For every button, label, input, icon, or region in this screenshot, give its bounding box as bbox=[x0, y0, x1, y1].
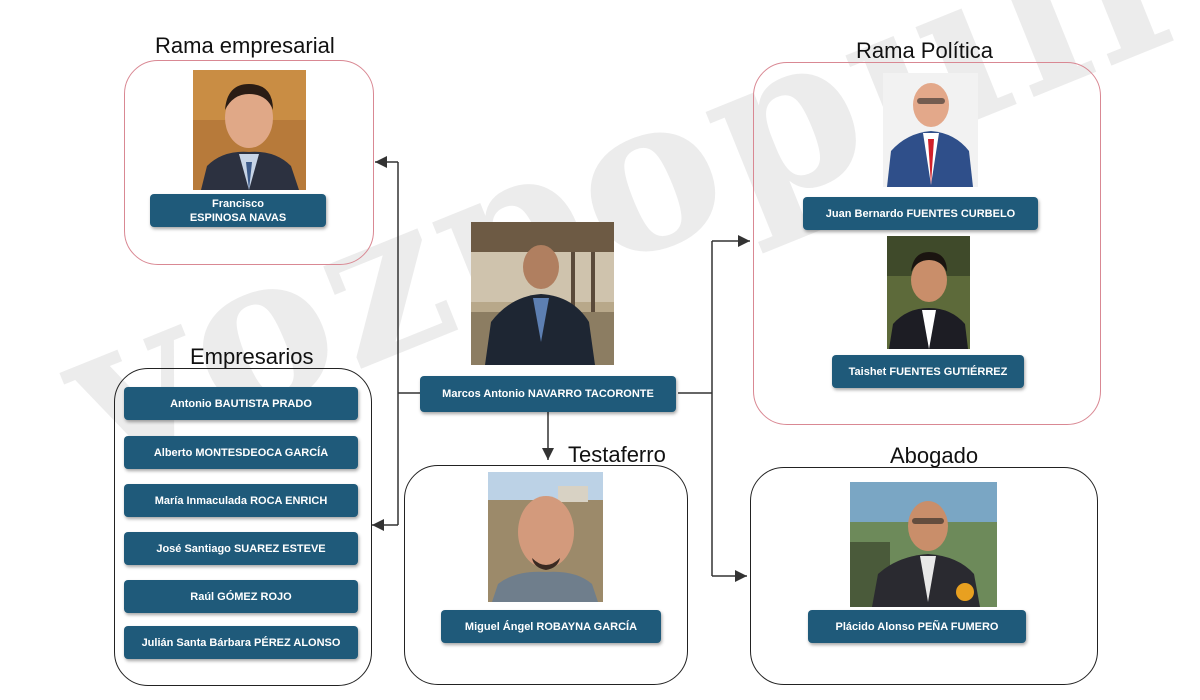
rama-empresarial-box bbox=[124, 60, 374, 265]
empresario-label: Alberto MONTESDEOCA GARCÍA bbox=[124, 436, 358, 469]
empresario-label: María Inmaculada ROCA ENRICH bbox=[124, 484, 358, 517]
fuentes-curbelo-label: Juan Bernardo FUENTES CURBELO bbox=[803, 197, 1038, 230]
robayna-label: Miguel Ángel ROBAYNA GARCÍA bbox=[441, 610, 661, 643]
empresario-label: Antonio BAUTISTA PRADO bbox=[124, 387, 358, 420]
espinosa-first-name: Francisco bbox=[212, 197, 264, 210]
pena-photo bbox=[850, 482, 997, 607]
abogado-title: Abogado bbox=[890, 443, 979, 468]
testaferro-title: Testaferro bbox=[568, 442, 666, 467]
espinosa-surname: ESPINOSA NAVAS bbox=[189, 211, 287, 224]
testaferro-box bbox=[404, 465, 688, 685]
empresarios-box bbox=[114, 368, 372, 686]
empresario-label: Raúl GÓMEZ ROJO bbox=[124, 580, 358, 613]
empresario-label: José Santiago SUAREZ ESTEVE bbox=[124, 532, 358, 565]
rama-empresarial-title: Rama empresarial bbox=[155, 33, 335, 58]
rama-politica-box bbox=[753, 62, 1101, 425]
fuentes-curbelo-photo bbox=[883, 73, 978, 187]
espinosa-label: Francisco ESPINOSA NAVAS bbox=[150, 194, 326, 227]
pena-label: Plácido Alonso PEÑA FUMERO bbox=[808, 610, 1026, 643]
empresarios-title: Empresarios bbox=[190, 344, 314, 369]
robayna-photo bbox=[488, 472, 603, 602]
espinosa-photo bbox=[193, 70, 306, 190]
fuentes-gutierrez-label: Taishet FUENTES GUTIÉRREZ bbox=[832, 355, 1024, 388]
navarro-photo bbox=[471, 222, 614, 365]
navarro-label: Marcos Antonio NAVARRO TACORONTE bbox=[420, 376, 676, 412]
fuentes-gutierrez-photo bbox=[887, 236, 970, 349]
empresario-label: Julián Santa Bárbara PÉREZ ALONSO bbox=[124, 626, 358, 659]
abogado-box bbox=[750, 467, 1098, 685]
rama-politica-title: Rama Política bbox=[856, 38, 993, 63]
